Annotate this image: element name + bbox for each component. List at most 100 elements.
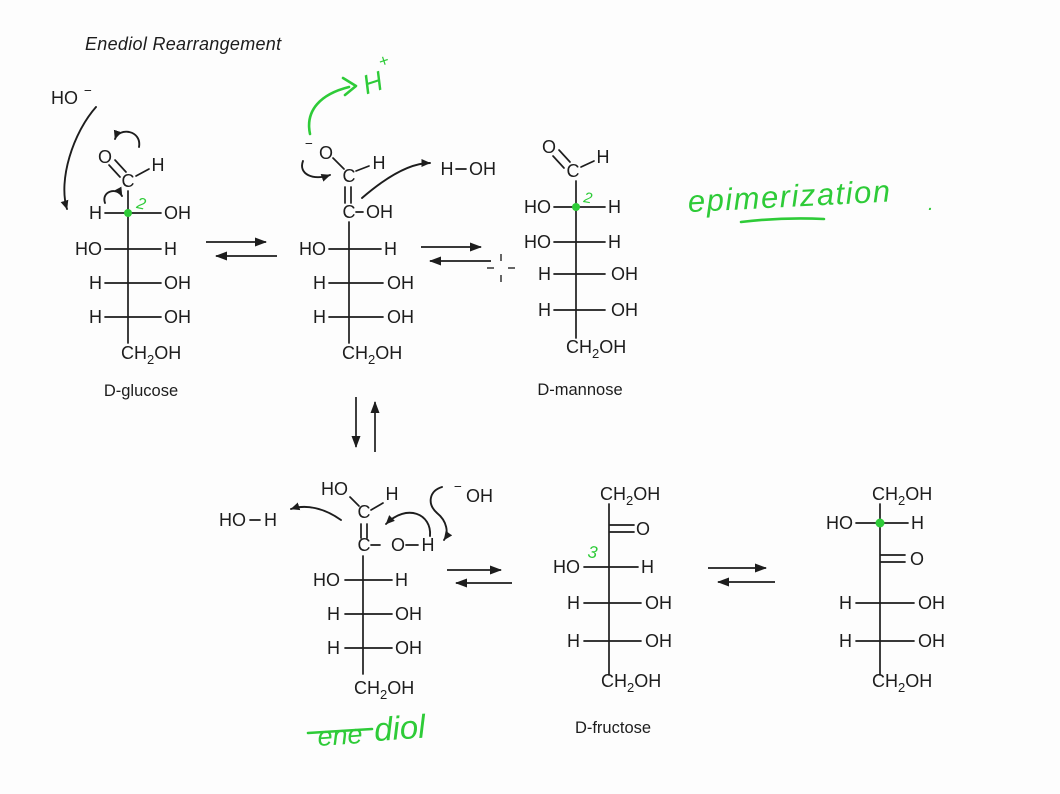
bond-line xyxy=(332,157,345,170)
green-strike-line xyxy=(306,727,374,735)
substituent-left: H xyxy=(89,203,102,223)
green-arrow-proton-leaving xyxy=(307,85,351,136)
molecule-name: D-glucose xyxy=(104,382,178,400)
ch2oh-label: CH2OH xyxy=(600,484,660,508)
atom-o: O xyxy=(391,535,405,555)
bond-line xyxy=(355,165,370,172)
proton-plus: + xyxy=(376,50,391,71)
hydroxide-reagent-top: HO − xyxy=(51,83,97,210)
atom-c1: C xyxy=(567,161,580,181)
epimerization-text: epimerization xyxy=(687,173,892,219)
curved-arrow-carbonyl xyxy=(113,129,140,148)
curved-arrow-to-water xyxy=(290,502,342,521)
ene-text: ene xyxy=(316,719,363,752)
substituent-left: H xyxy=(567,631,580,651)
substituent-left: H xyxy=(567,593,580,613)
equilibrium-arrows-1 xyxy=(206,237,277,261)
substituent-left: H xyxy=(839,593,852,613)
water-h: H xyxy=(441,159,454,179)
atom-c1: C xyxy=(358,502,371,522)
atom-h: H xyxy=(422,535,435,555)
equilibrium-arrows-2 xyxy=(421,242,491,266)
substituent-left: H xyxy=(313,307,326,327)
ch2oh-label: CH2OH xyxy=(601,671,661,695)
water-h: H xyxy=(264,510,277,530)
substituent-right: OH xyxy=(164,273,191,293)
water-ho: HO xyxy=(219,510,246,530)
substituent-right: H xyxy=(911,513,924,533)
green-dot-c2 xyxy=(875,518,885,528)
equilibrium-arrows-vertical xyxy=(351,397,380,452)
substituent-right: H xyxy=(164,239,177,259)
molecule-name: D-fructose xyxy=(575,719,651,737)
bond-line xyxy=(370,502,384,511)
substituent-left: H xyxy=(327,604,340,624)
atom-h: H xyxy=(597,147,610,167)
curved-arrow-hydroxide-to-c2h xyxy=(60,106,97,210)
ch2oh-label: CH2OH xyxy=(342,343,402,367)
substituent-left: H xyxy=(327,638,340,658)
ch2oh-label: CH2OH xyxy=(121,343,181,367)
ketone-o: O xyxy=(636,519,650,539)
substituent-left: H xyxy=(538,264,551,284)
green-arrowhead xyxy=(341,76,358,97)
curved-arrow-hydroxide-deprotonation xyxy=(429,486,453,541)
substituent-right: OH xyxy=(387,273,414,293)
hydroxide-charge: − xyxy=(454,479,462,494)
atom-ho: HO xyxy=(321,479,348,499)
substituent-right: OH xyxy=(387,307,414,327)
ch2oh-label: CH2OH xyxy=(566,337,626,361)
atom-c1: C xyxy=(343,166,356,186)
d-fructose-structure: CH2OH O 3 HO H H OH H OH CH2OH D-fructos… xyxy=(553,484,672,737)
page-title: Enediol Rearrangement xyxy=(85,34,282,54)
substituent-right: OH xyxy=(918,631,945,651)
equilibrium-arrows-4 xyxy=(708,563,775,587)
atom-h: H xyxy=(373,153,386,173)
substituent-left: H xyxy=(839,631,852,651)
hydroxide-formula: OH xyxy=(466,486,493,506)
double-bond-line xyxy=(552,155,565,169)
ch2oh-label: CH2OH xyxy=(872,671,932,695)
substituent-right: H xyxy=(384,239,397,259)
alkoxide-charge: − xyxy=(305,136,313,151)
substituent-right: OH xyxy=(645,631,672,651)
atom-oh: OH xyxy=(366,202,393,222)
substituent-right: H xyxy=(641,557,654,577)
atom-h: H xyxy=(152,155,165,175)
enolate-intermediate-structure: H + − O C H C OH HO H H OH H OH CH2OH xyxy=(299,50,431,367)
diol-text: diol xyxy=(373,707,428,748)
substituent-left: HO xyxy=(524,197,551,217)
hydroxide-charge: − xyxy=(84,83,92,98)
substituent-right: H xyxy=(608,232,621,252)
double-bond-line xyxy=(114,159,127,173)
double-bond-line xyxy=(108,164,121,178)
green-proton-note: H + xyxy=(359,50,392,100)
substituent-right: OH xyxy=(645,593,672,613)
molecule-name: D-mannose xyxy=(537,381,622,399)
substituent-left: H xyxy=(313,273,326,293)
substituent-left: HO xyxy=(553,557,580,577)
substituent-left: HO xyxy=(313,570,340,590)
water-oh: OH xyxy=(469,159,496,179)
green-number-c2: 2 xyxy=(134,195,147,214)
equilibrium-arrows-3 xyxy=(447,565,512,588)
water-molecule-bottom: HO H xyxy=(219,510,277,530)
green-enediol-note: ene diol xyxy=(306,707,428,752)
double-bond-line xyxy=(558,149,571,163)
substituent-right: H xyxy=(395,570,408,590)
green-underline xyxy=(739,217,826,224)
curved-arrow-to-water xyxy=(361,159,431,199)
enediol-structure: HO C H C O H HO H H OH H OH CH2OH xyxy=(290,479,453,702)
substituent-left: HO xyxy=(826,513,853,533)
bond-line xyxy=(135,168,150,177)
water-molecule-top: H OH xyxy=(441,159,497,179)
substituent-left: HO xyxy=(75,239,102,259)
d-mannose-structure: O C H HO H 2 HO H H OH H OH CH2OH D-mann… xyxy=(524,137,638,399)
atom-o: O xyxy=(542,137,556,157)
crosshair-cursor xyxy=(487,254,515,282)
substituent-right: OH xyxy=(918,593,945,613)
atom-c2: C xyxy=(358,535,371,555)
atom-o: O xyxy=(98,147,112,167)
